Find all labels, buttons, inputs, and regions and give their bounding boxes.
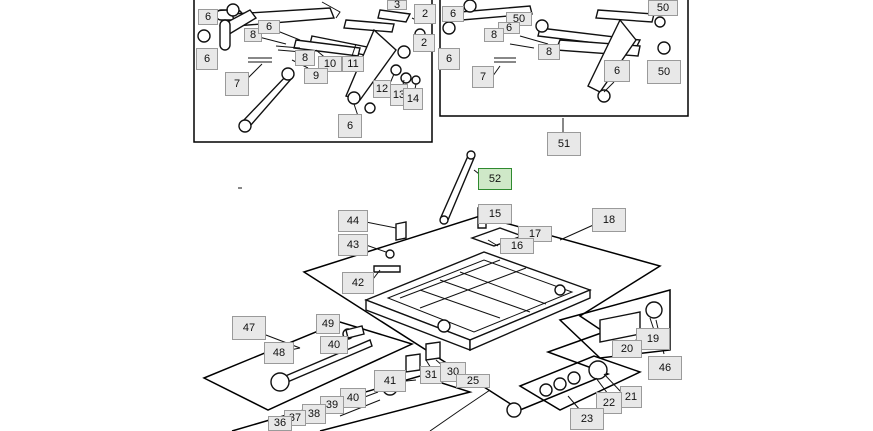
callout-6[interactable]: 6 <box>198 9 218 25</box>
callout-7[interactable]: 7 <box>225 72 249 96</box>
callout-39[interactable]: 39 <box>320 396 344 414</box>
callout-12[interactable]: 12 <box>373 80 391 98</box>
callout-48[interactable]: 48 <box>264 342 294 364</box>
callout-47[interactable]: 47 <box>232 316 266 340</box>
callout-6[interactable]: 6 <box>438 48 460 70</box>
callout-19[interactable]: 19 <box>636 328 670 350</box>
callout-49[interactable]: 49 <box>316 314 340 334</box>
callout-25[interactable]: 25 <box>456 374 490 388</box>
callout-6[interactable]: 6 <box>604 60 630 82</box>
callout-14[interactable]: 14 <box>403 88 423 110</box>
callout-23[interactable]: 23 <box>570 408 604 430</box>
callout-6[interactable]: 6 <box>338 114 362 138</box>
callout-40[interactable]: 40 <box>320 336 348 354</box>
callout-42[interactable]: 42 <box>342 272 374 294</box>
main-tray-assembly <box>364 207 592 352</box>
callout-3[interactable]: 3 <box>387 0 407 10</box>
callout-9[interactable]: 9 <box>304 68 328 84</box>
callout-52-selected[interactable]: 52 <box>478 168 512 190</box>
left-small-parts <box>373 221 407 273</box>
bracket-19-parts <box>599 301 663 343</box>
callout-16[interactable]: 16 <box>500 238 534 254</box>
callout-8[interactable]: 8 <box>244 28 262 42</box>
upper-right-parts <box>442 0 671 103</box>
callout-7[interactable]: 7 <box>472 66 494 88</box>
callout-8[interactable]: 8 <box>484 28 504 42</box>
roller-parts <box>539 360 608 397</box>
callout-44[interactable]: 44 <box>338 210 368 232</box>
lower-left-frame <box>202 321 415 411</box>
callout-2[interactable]: 2 <box>414 4 436 24</box>
spring-assembly-bottom <box>339 341 522 431</box>
callout-50[interactable]: 50 <box>648 0 678 16</box>
callout-51[interactable]: 51 <box>547 132 581 156</box>
upper-left-group-frame <box>193 0 433 143</box>
callout-31[interactable]: 31 <box>420 366 442 384</box>
upper-left-parts <box>197 1 426 133</box>
callout-2[interactable]: 2 <box>413 34 435 52</box>
callout-6[interactable]: 6 <box>258 20 280 34</box>
roller-frame <box>518 355 642 411</box>
callout-8[interactable]: 8 <box>295 50 315 66</box>
callout-50[interactable]: 50 <box>647 60 681 84</box>
callout-41[interactable]: 41 <box>374 370 406 392</box>
link-rod-52 <box>439 150 476 225</box>
callout-21[interactable]: 21 <box>620 386 642 408</box>
callout-6[interactable]: 6 <box>196 48 218 70</box>
callout-20[interactable]: 20 <box>612 340 642 358</box>
bracket-frame <box>558 289 671 359</box>
shaft-assembly-left <box>270 325 373 392</box>
callout-11[interactable]: 11 <box>342 56 364 72</box>
callout-6[interactable]: 6 <box>442 6 464 22</box>
callout-8[interactable]: 8 <box>538 44 560 60</box>
callout-36[interactable]: 36 <box>268 416 292 431</box>
callout-15[interactable]: 15 <box>478 204 512 224</box>
callout-43[interactable]: 43 <box>338 234 368 256</box>
callout-18[interactable]: 18 <box>592 208 626 232</box>
callout-46[interactable]: 46 <box>648 356 682 380</box>
